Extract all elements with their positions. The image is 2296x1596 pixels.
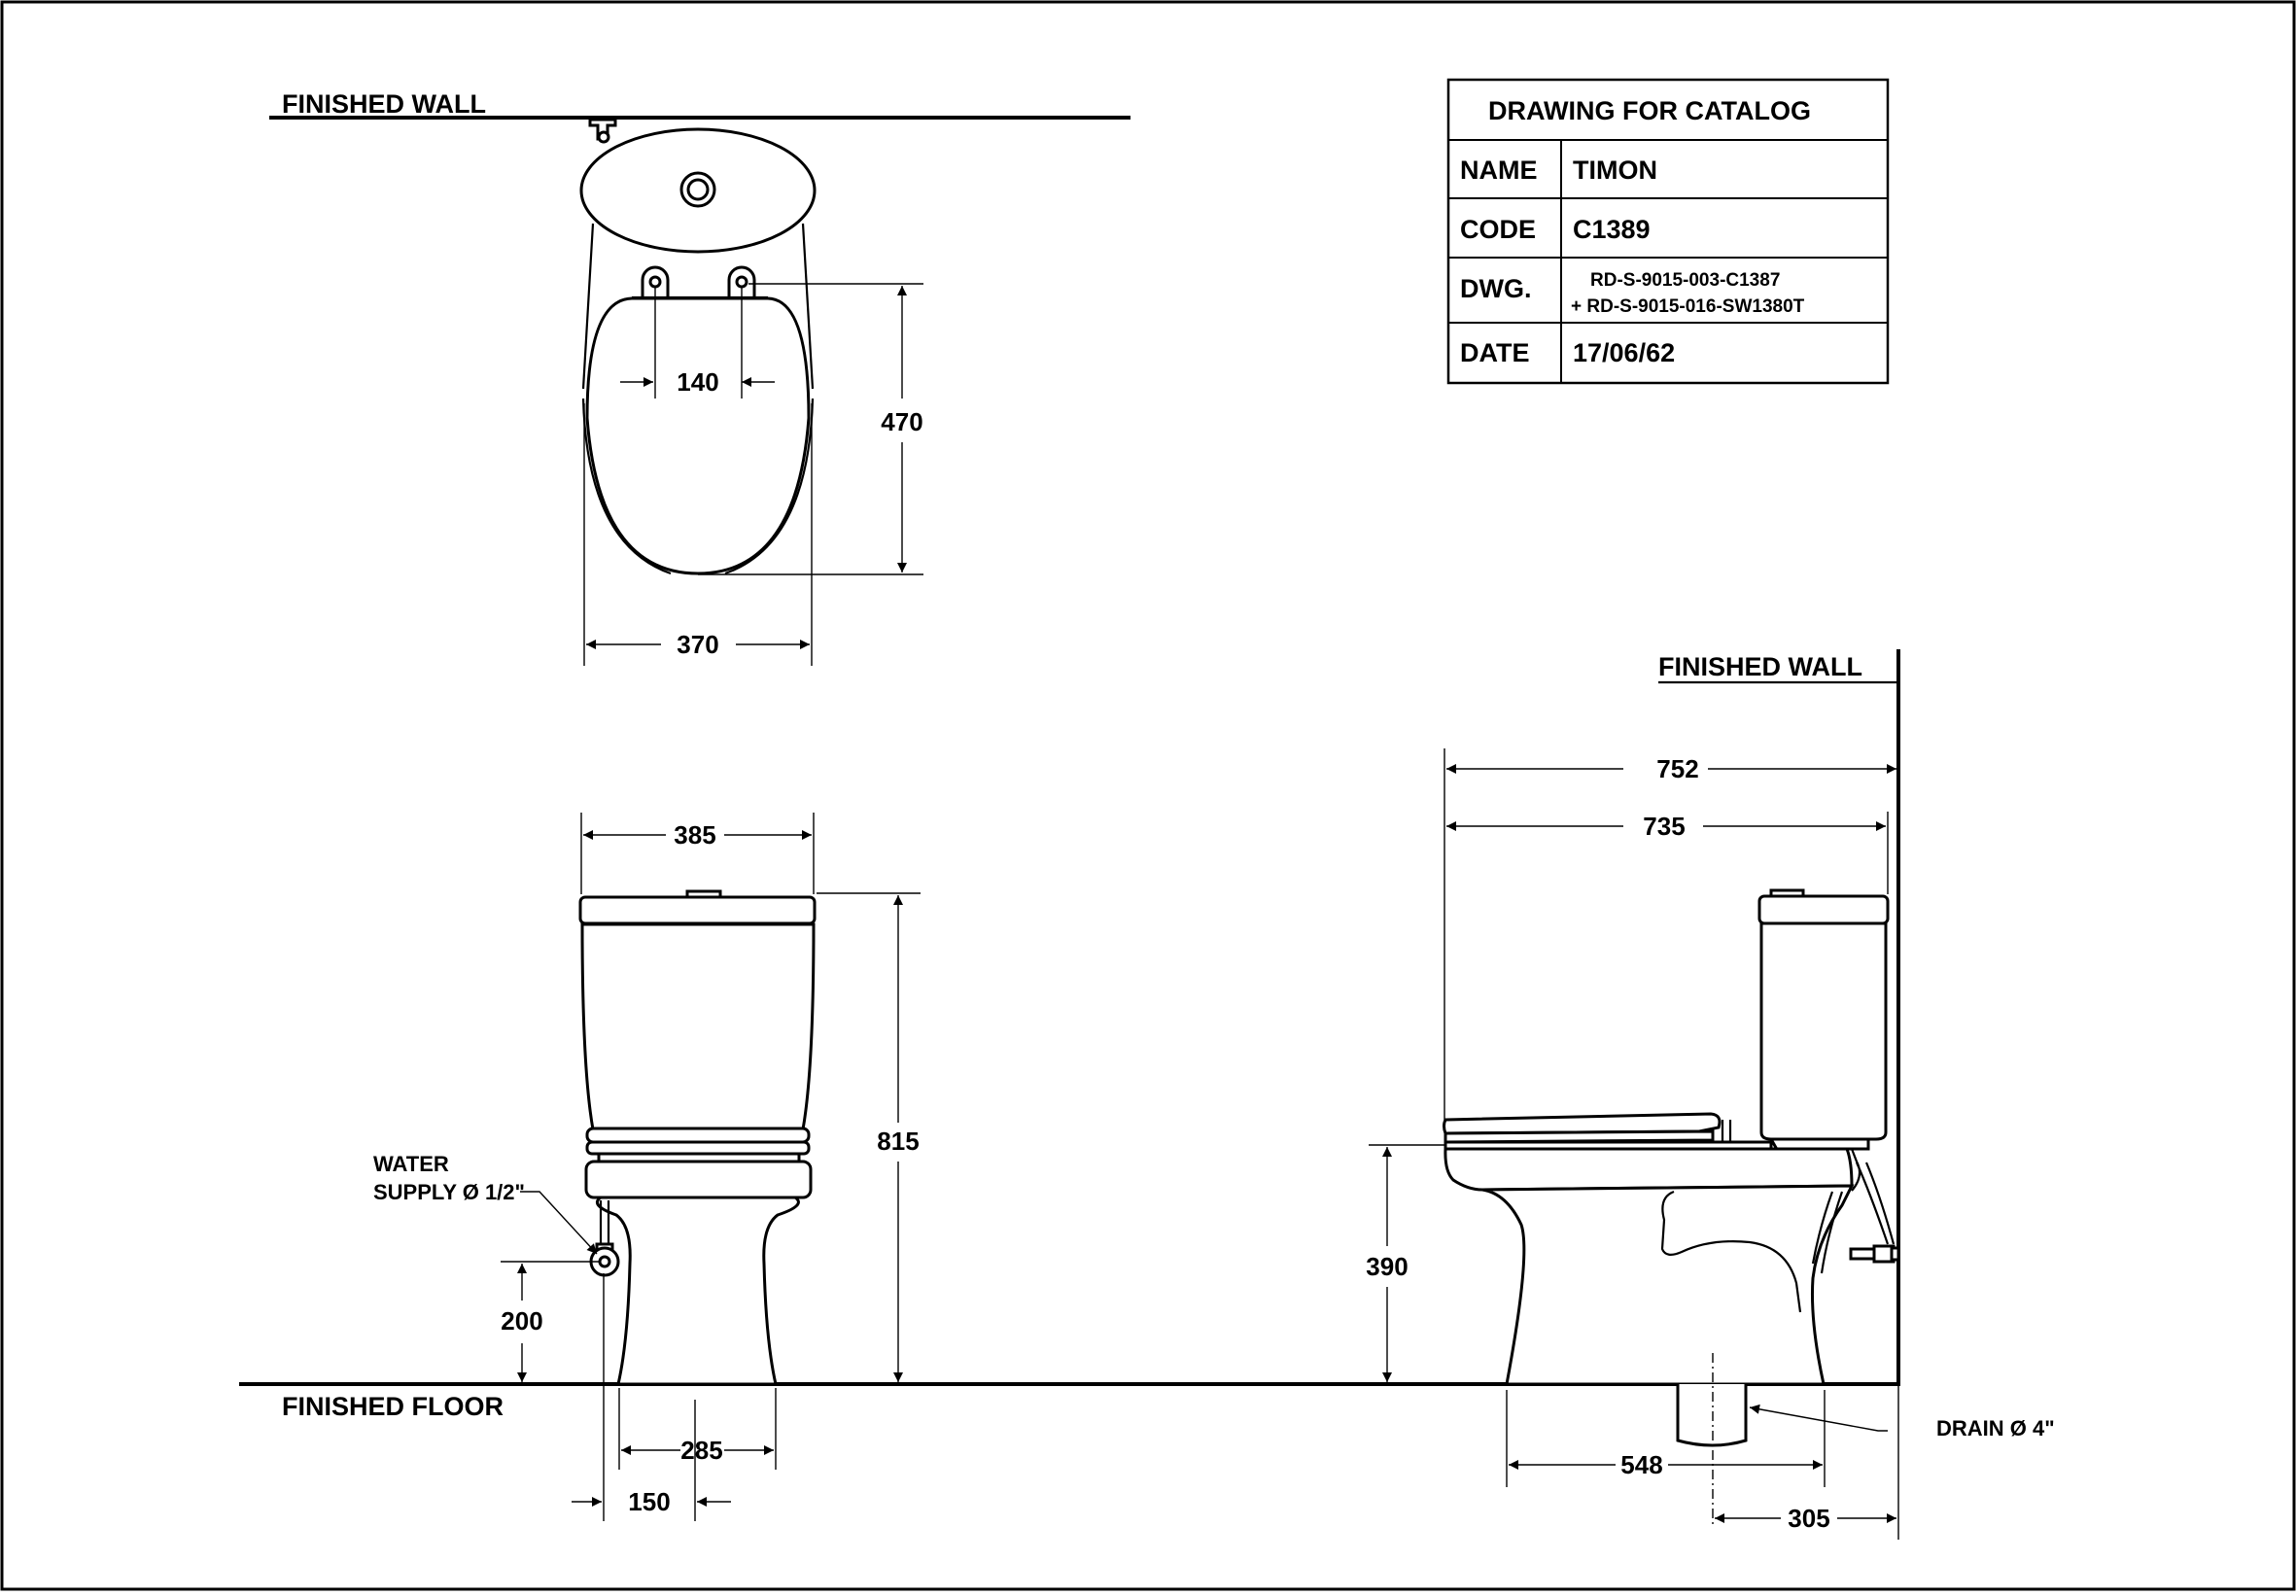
trapway-side — [1660, 1190, 1802, 1313]
dim-735: 735 — [1643, 812, 1685, 841]
dim-370: 370 — [677, 630, 718, 659]
seat-top-view — [585, 296, 811, 575]
tank-lid-side — [1757, 894, 1890, 925]
dim-752: 752 — [1656, 754, 1698, 783]
title-block-key-date: DATE — [1460, 338, 1530, 367]
finished-wall-label-side: FINISHED WALL — [1658, 652, 1862, 681]
pedestal-side — [1481, 1184, 1855, 1386]
title-block-value-dwg-2: + RD-S-9015-016-SW1380T — [1571, 296, 1805, 317]
seat-lid-side — [1443, 1112, 1722, 1135]
dim-305: 305 — [1788, 1504, 1829, 1533]
dim-548: 548 — [1620, 1450, 1662, 1479]
finished-floor-label: FINISHED FLOOR — [282, 1392, 504, 1421]
water-supply-label-1: WATER — [373, 1152, 449, 1176]
dim-140: 140 — [677, 367, 718, 397]
title-block-title: DRAWING FOR CATALOG — [1488, 96, 1811, 125]
title-block-key-name: NAME — [1460, 156, 1538, 185]
dim-285: 285 — [680, 1436, 722, 1465]
dim-815: 815 — [877, 1127, 919, 1156]
title-block-value-date: 17/06/62 — [1573, 338, 1675, 367]
drain-leader — [1749, 1404, 1888, 1432]
front-view: WATER SUPPLY Ø 1/2" 385 815 200 285 150 — [373, 813, 921, 1521]
dim-200: 200 — [501, 1306, 542, 1336]
tank-lid-front — [578, 895, 817, 925]
seat-lid-front — [585, 1127, 811, 1144]
water-supply-label-2: SUPPLY Ø 1/2" — [373, 1180, 525, 1204]
side-view: FINISHED WALL DRAIN Ø 4" — [1366, 649, 2055, 1540]
dim-385: 385 — [674, 820, 715, 850]
bowl-side — [1444, 1147, 1854, 1192]
flush-button-inner — [686, 178, 710, 201]
title-block-value-code: C1389 — [1573, 215, 1651, 244]
supply-hose — [1850, 1148, 1896, 1245]
bowl-rim-top — [581, 398, 815, 575]
dim-470: 470 — [881, 407, 922, 436]
seat-ring-front — [585, 1140, 811, 1156]
bowl-rim-front — [584, 1160, 813, 1199]
tank-body-side — [1759, 921, 1888, 1141]
drain-label: DRAIN Ø 4" — [1936, 1416, 2055, 1440]
dim-390: 390 — [1366, 1252, 1408, 1281]
title-block-key-code: CODE — [1460, 215, 1536, 244]
tank-body-front — [580, 922, 816, 1131]
hinge-left-hole — [648, 275, 662, 289]
finished-wall-label-top: FINISHED WALL — [282, 89, 486, 119]
title-block-value-name: TIMON — [1573, 156, 1657, 185]
title-block: DRAWING FOR CATALOG NAME TIMON CODE C138… — [1446, 78, 1890, 385]
drain-pipe — [1676, 1384, 1748, 1447]
title-block-value-dwg-1: RD-S-9015-003-C1387 — [1590, 270, 1780, 291]
title-block-key-dwg: DWG. — [1460, 274, 1532, 303]
bowl-inner-line — [1811, 1191, 1844, 1274]
dim-150: 150 — [628, 1487, 670, 1516]
side-valve-flange — [1890, 1246, 1900, 1262]
hinge-right-hole — [735, 275, 748, 289]
top-view: FINISHED WALL 140 470 — [269, 89, 1131, 666]
supply-valve-inner — [598, 1255, 611, 1268]
title-block-frame — [1446, 78, 1890, 385]
tank-side-lines — [581, 223, 815, 390]
water-supply-leader — [520, 1191, 598, 1255]
pedestal-front — [596, 1196, 800, 1386]
side-valve-handle — [1849, 1247, 1876, 1261]
bracket-bolt — [597, 130, 610, 144]
seat-ring-side — [1444, 1129, 1715, 1144]
